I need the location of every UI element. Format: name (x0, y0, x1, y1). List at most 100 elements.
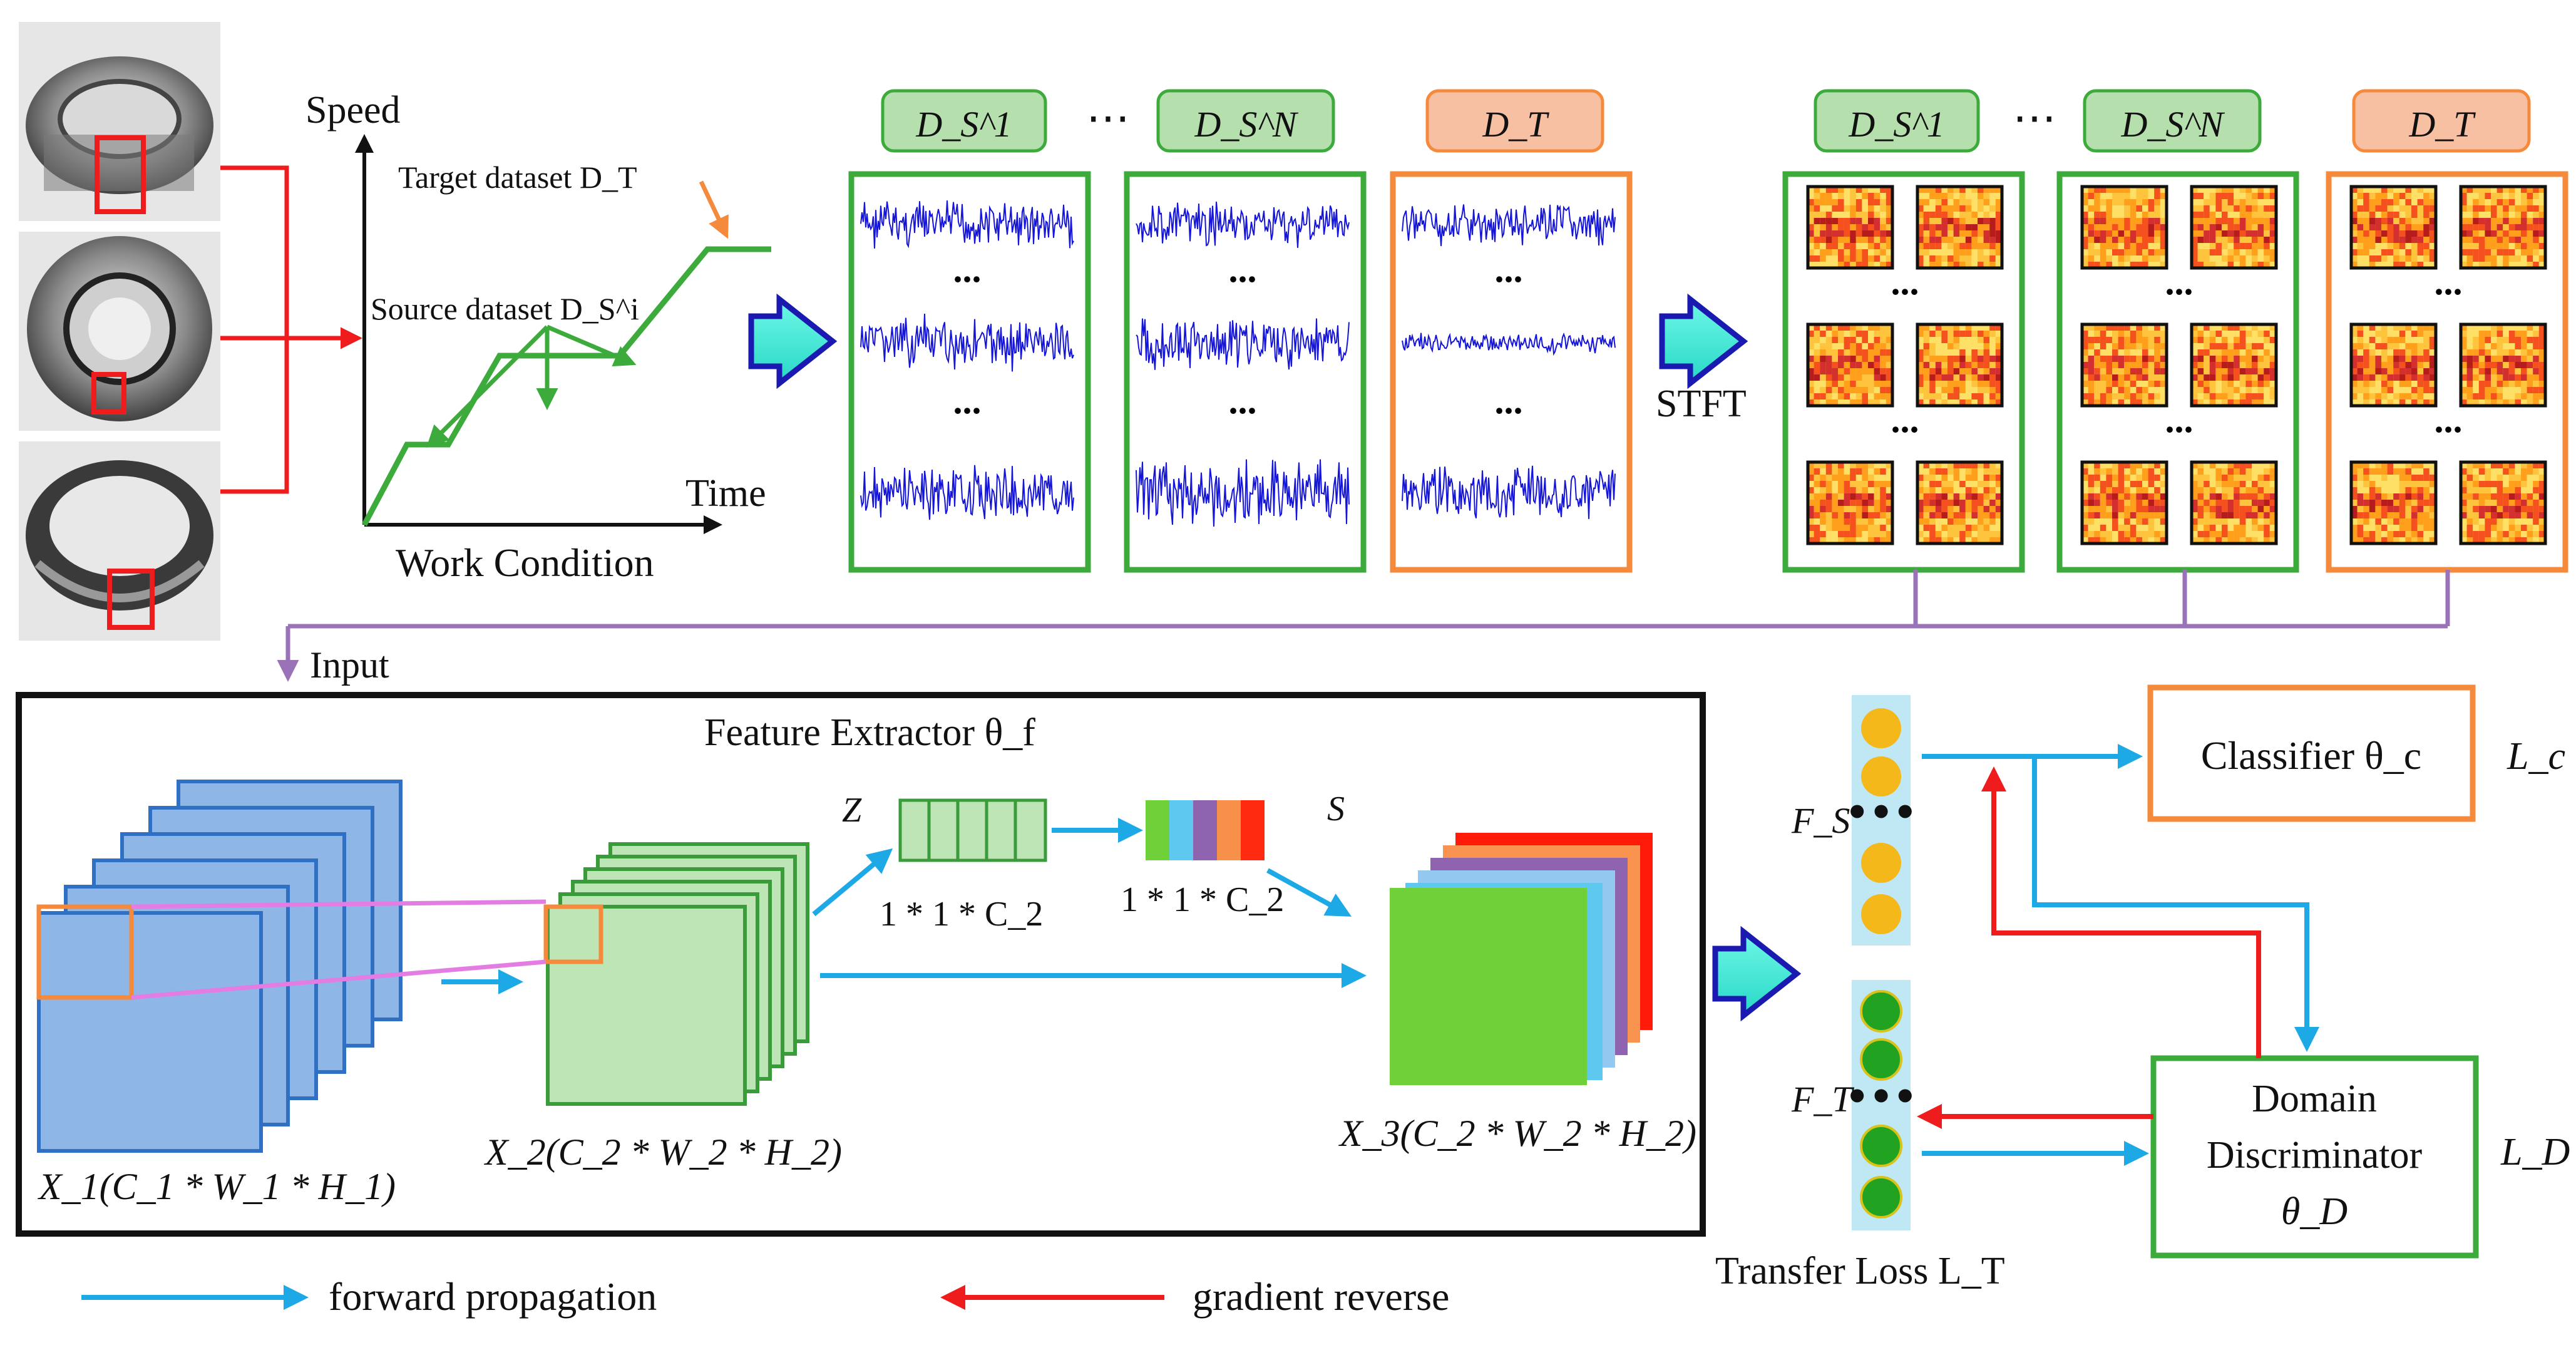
discriminator-label: Discriminator (2207, 1134, 2423, 1177)
spectrogram-tile (2080, 460, 2168, 545)
signal-waveform (1402, 465, 1616, 519)
spectrogram-header: D_S^1 ⋯ D_S^N D_T (1814, 89, 2531, 153)
ld-label: L_D (2500, 1131, 2570, 1173)
s-vector (1146, 800, 1265, 860)
signal-box-ds1 (848, 171, 1091, 573)
x2-label: X_2(C_2 * W_2 * H_2) (484, 1131, 842, 1173)
input-label: Input (310, 644, 389, 686)
classifier-label: Classifier θ_c (2201, 733, 2421, 778)
spectrogram-tile (1916, 185, 2004, 270)
speed-chart: Speed Time Work Condition Target dataset… (305, 89, 771, 585)
transfer-loss-label: Transfer Loss L_T (1715, 1250, 2005, 1292)
feature-extractor-title: Feature Extractor θ_f (704, 711, 1035, 754)
spectrogram-tile (2190, 322, 2278, 408)
spectrogram-tile (2459, 185, 2547, 270)
signal-waveform (860, 200, 1074, 249)
x2-to-z-arrow (812, 848, 893, 917)
receptive-field-line-top (131, 899, 547, 909)
spectrogram-tile (2459, 322, 2547, 408)
bearing-photo-1 (19, 22, 220, 221)
spectrogram-ellipsis-mark: ... (2435, 399, 2463, 440)
spectrogram-ds1-label: D_S^1 (1848, 104, 1944, 145)
work-condition-caption: Work Condition (396, 540, 654, 585)
spectrogram-tile (2080, 322, 2168, 408)
spectrogram-tile (2349, 460, 2438, 545)
spectrogram-tile (1806, 460, 1894, 545)
spectrogram-tile (2459, 460, 2547, 545)
source-feature-vector: ••• (1845, 695, 1917, 946)
target-feature-vector: ••• (1845, 980, 1917, 1230)
x3-label: X_3(C_2 * W_2 * H_2) (1338, 1113, 1696, 1154)
signal-ellipsis-mark: ... (1229, 249, 1257, 290)
signal-waveform (1402, 332, 1616, 356)
flow-arrow-1 (748, 293, 838, 389)
legend-reverse-label: gradient reverse (1193, 1274, 1449, 1319)
speed-axis-label: Speed (305, 89, 401, 131)
spectrogram-tile (2349, 185, 2438, 270)
signal-dsn-label: D_S^N (1194, 104, 1298, 145)
ft-label: F_T (1791, 1079, 1854, 1120)
time-axis-label: Time (685, 472, 766, 515)
signal-box-dt (1390, 171, 1633, 573)
signal-waveform (1402, 204, 1616, 247)
spectrogram-ellipsis-mark: ... (1891, 399, 1919, 440)
signal-ellipsis-mark: ... (1229, 380, 1257, 421)
receptive-field-line-bottom (131, 959, 547, 1000)
classifier-box (2147, 684, 2476, 822)
bearing-photos (19, 22, 362, 641)
legend: forward propagation gradient reverse (81, 1274, 1449, 1319)
spectrogram-tiles: .................. (1806, 185, 2547, 545)
spectrogram-ellipsis-mark: ... (2165, 261, 2194, 302)
stft-label: STFT (1656, 383, 1747, 425)
target-dataset-label: Target dataset D_T (398, 160, 637, 195)
signal-ds1-label: D_S^1 (915, 104, 1012, 145)
flow-arrow-3 (1712, 925, 1802, 1022)
signal-waveforms: .................. (860, 200, 1616, 527)
theta-d-label: θ_D (2281, 1190, 2348, 1233)
spectrogram-tile (1806, 322, 1894, 408)
spectrogram-tile (2190, 185, 2278, 270)
bearing-photo-2 (19, 232, 220, 431)
spectrogram-dt-label: D_T (2408, 104, 2476, 145)
s-to-x3-arrow (1266, 868, 1352, 917)
signal-waveform (860, 465, 1074, 520)
signal-dt-label: D_T (1482, 104, 1549, 145)
x1-label: X_1(C_1 * W_1 * H_1) (38, 1166, 396, 1207)
x1-feature-stack (36, 780, 403, 1153)
spectrogram-tile (1916, 322, 2004, 408)
fs-label: F_S (1791, 800, 1850, 841)
signal-ellipsis-mark: ... (953, 249, 982, 290)
spectrogram-tile (2080, 185, 2168, 270)
spectrogram-ellipsis: ⋯ (2013, 95, 2056, 143)
x2-feature-stack (543, 842, 809, 1106)
input-connector (277, 570, 2450, 682)
spectrogram-dsn-label: D_S^N (2120, 104, 2225, 145)
signal-waveform (1136, 459, 1350, 527)
svg-text:•••: ••• (1845, 791, 1917, 835)
spectrogram-tile (2190, 460, 2278, 545)
spectrogram-tile (1806, 185, 1894, 270)
lc-label: L_c (2507, 735, 2565, 778)
domain-label: Domain (2252, 1078, 2377, 1120)
signal-ellipsis-mark: ... (1495, 249, 1523, 290)
feature-extractor-box (16, 692, 1706, 1237)
spectrogram-tile (2349, 322, 2438, 408)
svg-text:•••: ••• (1845, 1075, 1917, 1119)
signal-header: D_S^1 ⋯ D_S^N D_T (881, 89, 1604, 153)
domain-discriminator-box (2150, 1055, 2479, 1259)
s-dimension-label: 1 * 1 * C_2 (1121, 880, 1284, 919)
z-dimension-label: 1 * 1 * C_2 (880, 895, 1043, 934)
signal-waveform (860, 313, 1074, 372)
fs-to-discriminator-arrow (2032, 756, 2319, 1052)
signal-waveform (1136, 202, 1350, 248)
z-label: Z (842, 791, 862, 830)
s-label: S (1327, 790, 1345, 828)
signal-ellipsis-mark: ... (953, 380, 982, 421)
source-dataset-label: Source dataset D_S^i (371, 291, 639, 326)
flow-arrow-2 (1659, 293, 1748, 389)
x3-feature-stack (1390, 833, 1653, 1085)
signal-ellipsis-mark: ... (1495, 380, 1523, 421)
gradient-reverse-to-fs (1981, 766, 2261, 1058)
spectrogram-ellipsis-mark: ... (2435, 261, 2463, 302)
